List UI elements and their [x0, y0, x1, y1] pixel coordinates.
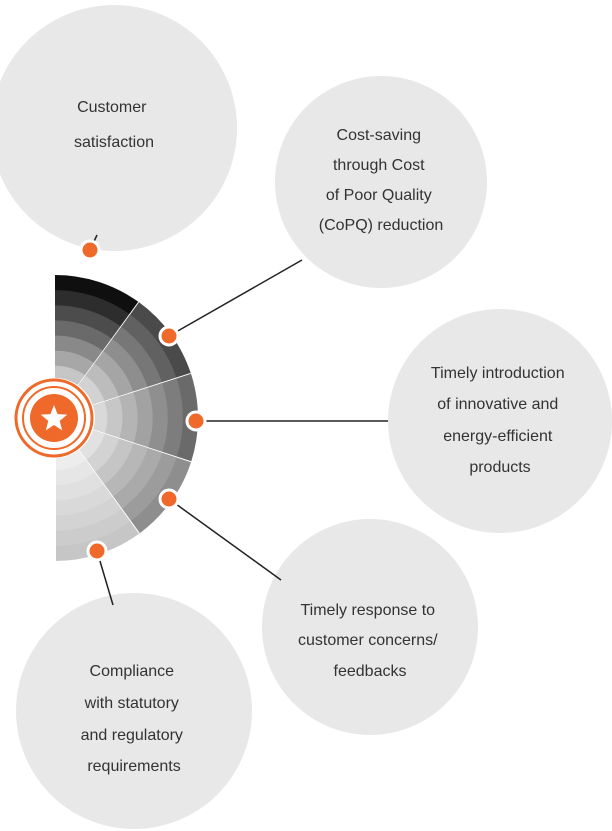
bubble-line: feedbacks	[334, 663, 407, 680]
bubble-customer-satisfaction: Customer satisfaction	[0, 5, 237, 251]
connector-timely-response	[168, 498, 282, 581]
bubble-cost-saving: Cost-saving through Cost of Poor Quality…	[275, 76, 487, 288]
svg-text:Timely response to cus: Timely response to customer concerns/ fe…	[298, 602, 442, 680]
bubble-timely-response-circle	[262, 519, 478, 735]
bubble-timely-introduction: Timely introduction of innovative and en…	[388, 309, 612, 533]
connector-cost-saving	[168, 259, 303, 337]
bubble-line: satisfaction	[74, 134, 154, 151]
bubble-line: Compliance	[90, 663, 175, 680]
svg-text:Customer satisfaction: Customer satisfaction	[74, 99, 154, 151]
bubble-timely-introduction-circle	[388, 309, 612, 533]
bubble-line: Timely response to	[300, 602, 435, 619]
bubble-line: Cost-saving	[337, 127, 421, 144]
bubble-line: (CoPQ) reduction	[319, 217, 444, 234]
bubble-customer-satisfaction-circle	[0, 5, 237, 251]
center-emblem	[14, 378, 94, 458]
bubble-line: products	[469, 459, 530, 476]
node-timely-response	[158, 488, 180, 510]
bubble-compliance-circle	[16, 593, 252, 829]
nodes	[79, 239, 207, 562]
bubble-timely-response: Timely response to customer concerns/ fe…	[262, 519, 478, 735]
bubble-line: of innovative and	[437, 396, 558, 413]
bubble-compliance: Compliance with statutory and regulatory…	[16, 593, 252, 829]
bubble-line: requirements	[87, 758, 180, 775]
svg-text:Compliance with statut: Compliance with statutory and regulatory…	[81, 663, 188, 775]
node-compliance	[86, 540, 108, 562]
bubble-line: with statutory	[84, 695, 179, 712]
bubble-line: through Cost	[333, 157, 425, 174]
bubbles: Customer satisfaction Cost-saving throug…	[0, 5, 612, 829]
svg-text:Cost-saving through Co: Cost-saving through Cost of Poor Quality…	[319, 127, 444, 234]
star-icon	[40, 405, 68, 431]
segmented-half-disc	[15, 275, 199, 561]
bubble-line: of Poor Quality	[326, 187, 432, 204]
bubble-line: Timely introduction	[431, 365, 565, 382]
bubble-line: energy-efficient	[443, 428, 553, 445]
bubble-line: customer concerns/	[298, 632, 438, 649]
svg-text:Timely introduction of: Timely introduction of innovative and en…	[431, 365, 569, 476]
bubble-cost-saving-circle	[275, 76, 487, 288]
bubble-line: and regulatory	[81, 727, 183, 744]
bubble-line: Customer	[77, 99, 147, 116]
node-timely-introduction	[185, 410, 207, 432]
node-cost-saving	[158, 325, 180, 347]
center-emblem-outer-ring	[14, 378, 94, 458]
node-customer-satisfaction	[79, 239, 101, 261]
